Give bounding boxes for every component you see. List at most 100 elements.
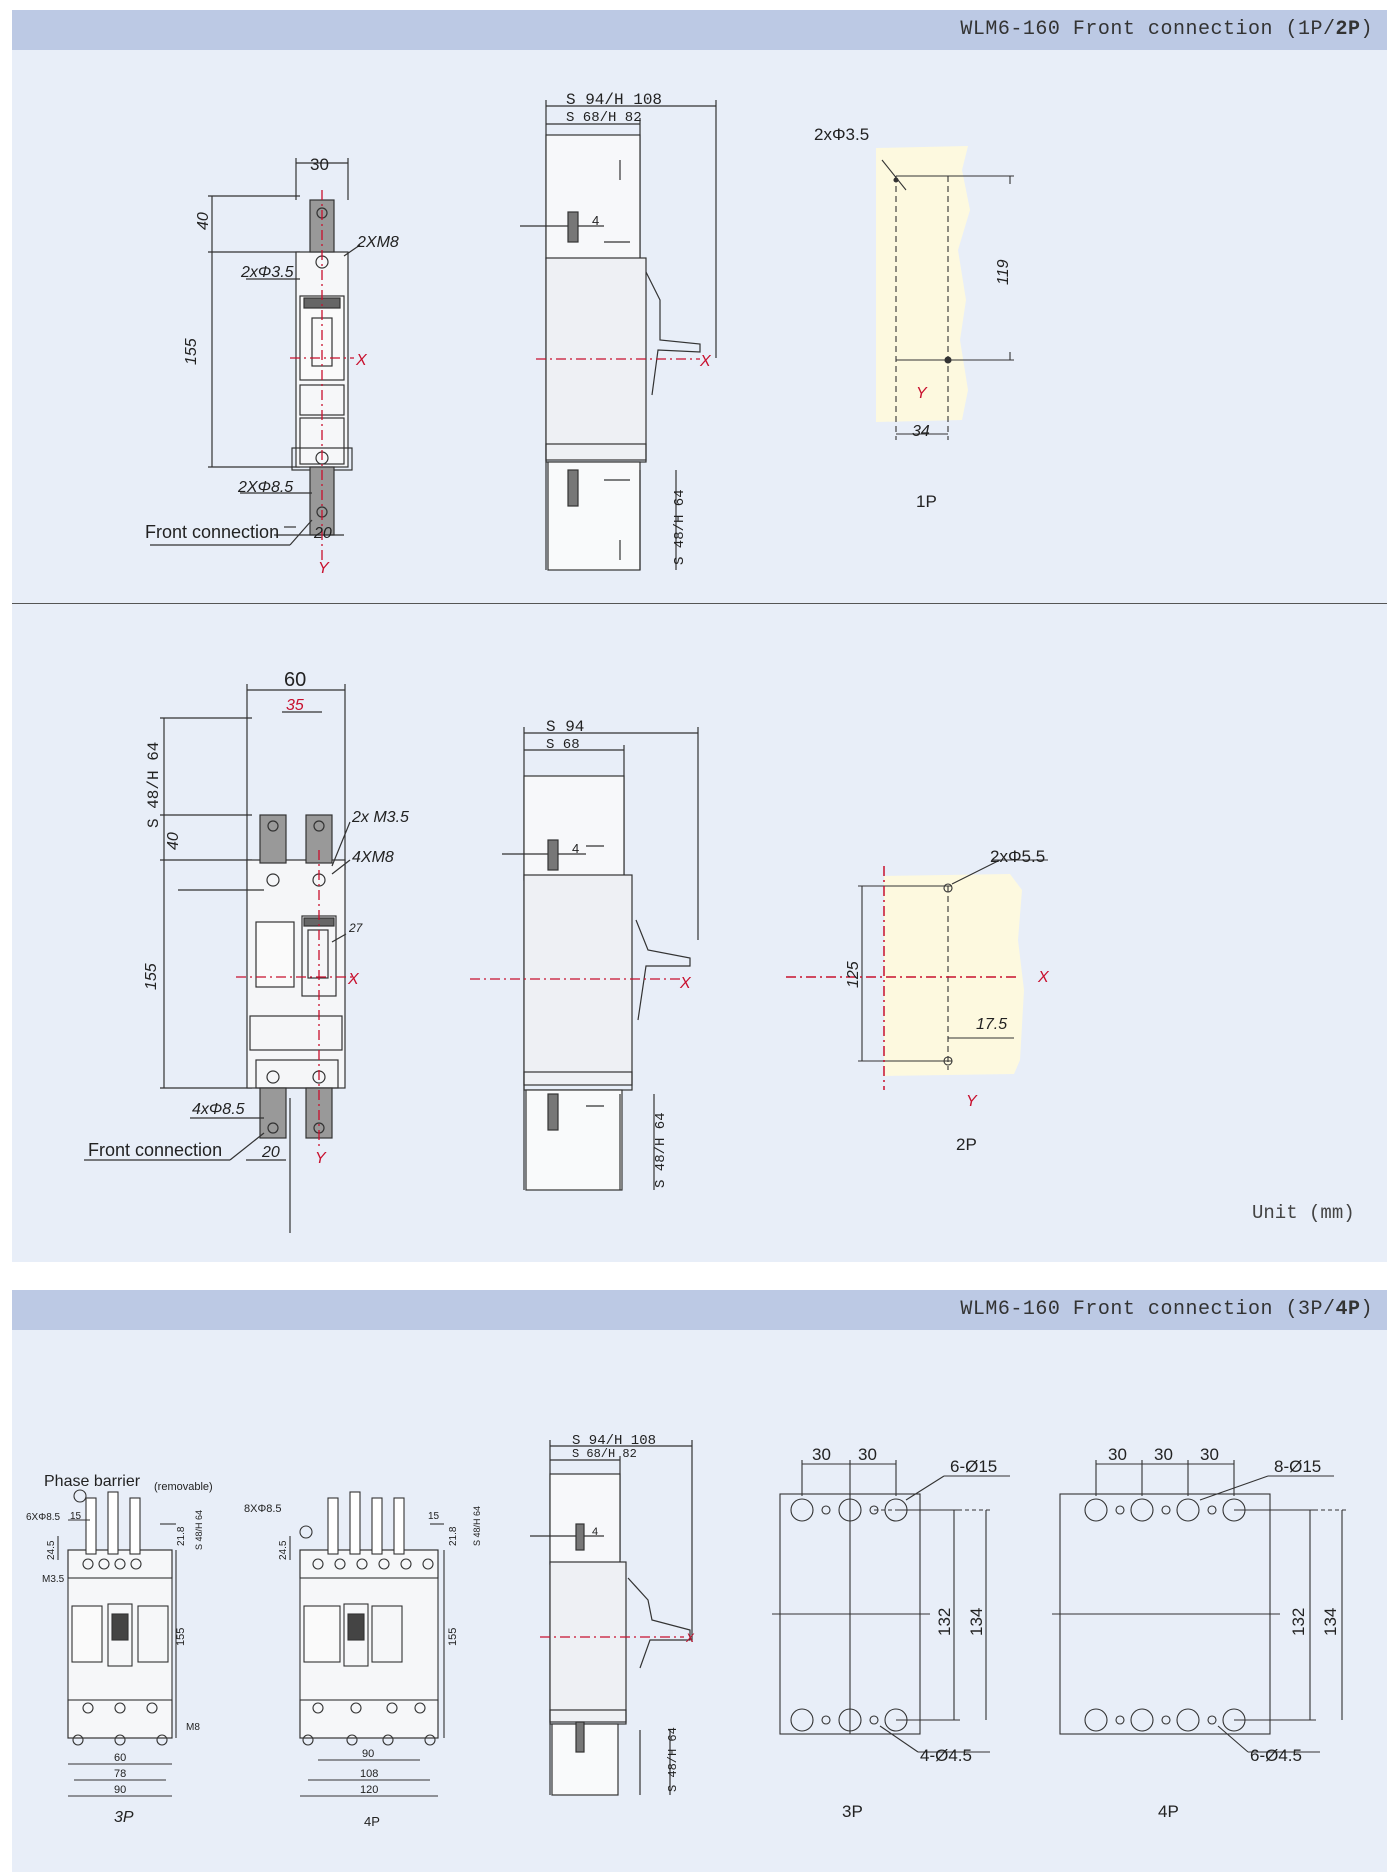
axis-x: X (355, 352, 368, 369)
dim-15: 15 (70, 1511, 82, 1522)
caption-4p-front: 4P (364, 1814, 380, 1829)
caption-3p-holes: 3P (842, 1802, 863, 1821)
dim-218: 21.8 (176, 1526, 187, 1546)
header-band-1: WLM6-160 Front connection (1P/2P) (12, 10, 1387, 50)
dim-34: 34 (912, 423, 930, 440)
dim-78: 78 (114, 1768, 126, 1780)
label-4xm8: 4XM8 (352, 849, 394, 866)
dim-134: 134 (967, 1608, 986, 1636)
dim-s48-h64: S 48/H 64 (666, 1727, 680, 1792)
caption-2p: 2P (956, 1135, 977, 1154)
label-2xphi85: 2XΦ8.5 (237, 479, 293, 496)
dim-30a: 30 (1108, 1445, 1127, 1464)
caption-1p: 1P (916, 492, 937, 511)
dim-30: 30 (310, 155, 329, 174)
section-title-1: WLM6-160 Front connection (1P/2P) (960, 18, 1373, 41)
header-band-2: WLM6-160 Front connection (3P/4P) (12, 1290, 1387, 1330)
dim-s48-h64: S 48/H 64 (672, 489, 688, 565)
dim-s48-h64: S 48/H 64 (653, 1112, 669, 1188)
dim-s68-h82: S 68/H 82 (572, 1447, 637, 1461)
label-2xphi35: 2xΦ3.5 (240, 264, 294, 281)
dim-40: 40 (195, 212, 212, 230)
caption-3p-front: 3P (114, 1809, 134, 1826)
dim-108: 108 (360, 1768, 378, 1780)
dim-s48-h64: S 48/H 64 (472, 1506, 482, 1546)
axis-y: Y (916, 385, 928, 402)
dim-s48-h64: S 48/H 64 (145, 742, 163, 828)
dim-60: 60 (284, 669, 306, 691)
dim-20: 20 (313, 525, 332, 542)
dim-s68: S 68 (546, 737, 580, 753)
dim-40: 40 (165, 832, 182, 850)
dim-4: 4 (572, 841, 579, 856)
dim-s68-h82: S 68/H 82 (566, 110, 642, 126)
divider-line (12, 603, 1387, 604)
dim-175: 17.5 (976, 1016, 1007, 1033)
dim-20: 20 (261, 1144, 280, 1161)
axis-x: X (347, 971, 360, 988)
axis-x: X (699, 353, 712, 370)
axis-y: Y (315, 1150, 327, 1167)
label-4xphi85: 4xΦ8.5 (192, 1101, 245, 1118)
dim-245: 24.5 (46, 1540, 57, 1560)
dim-35: 35 (286, 697, 304, 714)
dim-30b: 30 (858, 1445, 877, 1464)
axis-x: X (685, 1631, 695, 1645)
dim-s94: S 94 (546, 718, 584, 736)
dim-90: 90 (362, 1748, 374, 1760)
label-4phi45: 4-Ø4.5 (920, 1746, 972, 1765)
dim-4: 4 (592, 1526, 598, 1538)
dim-155: 155 (183, 338, 200, 365)
dim-245: 24.5 (278, 1540, 289, 1560)
caption-4p-holes: 4P (1158, 1802, 1179, 1821)
label-6phi15: 6-Ø15 (950, 1457, 997, 1476)
dim-155: 155 (175, 1628, 187, 1646)
dim-132: 132 (1289, 1608, 1308, 1636)
panel-top (12, 10, 1387, 1262)
dim-60: 60 (114, 1752, 126, 1764)
label-front-connection: Front connection (145, 522, 279, 542)
dim-s94-h108: S 94/H 108 (566, 91, 662, 109)
dim-119: 119 (995, 259, 1012, 285)
dim-155: 155 (447, 1628, 459, 1646)
axis-x: X (1037, 969, 1050, 986)
section-title-2: WLM6-160 Front connection (3P/4P) (960, 1298, 1373, 1321)
dim-155: 155 (143, 963, 160, 990)
label-2xm8: 2XM8 (356, 234, 399, 251)
dim-30b: 30 (1154, 1445, 1173, 1464)
dim-s94-h108: S 94/H 108 (572, 1433, 656, 1449)
dim-134: 134 (1321, 1608, 1340, 1636)
panel-bottom (12, 1290, 1387, 1872)
dim-132: 132 (935, 1608, 954, 1636)
dim-4: 4 (592, 213, 599, 228)
label-front-connection: Front connection (88, 1140, 222, 1160)
dim-15: 15 (428, 1511, 440, 1522)
label-phase-barrier: Phase barrier (44, 1473, 141, 1490)
axis-y: Y (966, 1093, 978, 1110)
dim-30a: 30 (812, 1445, 831, 1464)
axis-y: Y (318, 560, 330, 577)
label-2xphi55: 2xΦ5.5 (990, 847, 1045, 866)
label-m8: M8 (186, 1722, 200, 1733)
label-2xm35: 2x M3.5 (351, 809, 409, 826)
dim-218: 21.8 (448, 1526, 459, 1546)
label-6phi45: 6-Ø4.5 (1250, 1746, 1302, 1765)
label-8phi15: 8-Ø15 (1274, 1457, 1321, 1476)
label-m35: M3.5 (42, 1574, 65, 1585)
label-removable: (removable) (154, 1481, 213, 1493)
dim-90: 90 (114, 1784, 126, 1796)
dim-125: 125 (845, 961, 862, 988)
dim-30c: 30 (1200, 1445, 1219, 1464)
label-8xphi85: 8XΦ8.5 (244, 1503, 282, 1515)
label-2xphi35: 2xΦ3.5 (814, 125, 869, 144)
